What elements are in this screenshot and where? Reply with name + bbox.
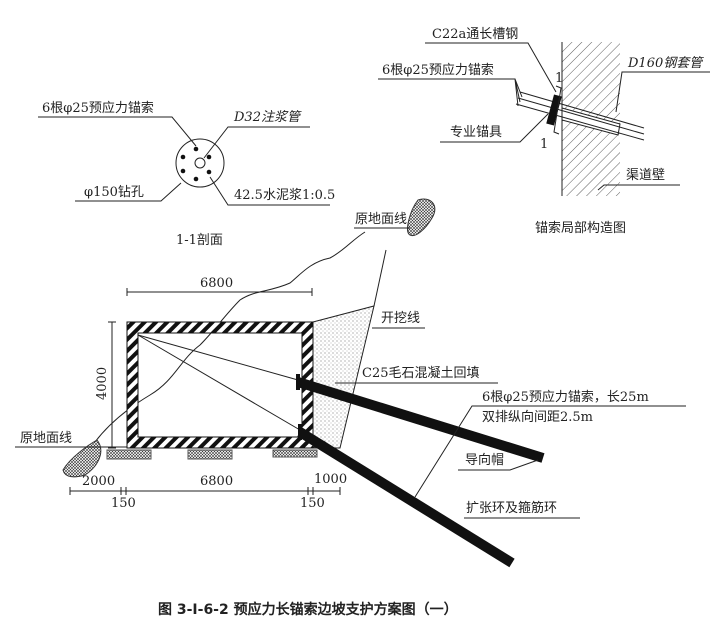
section-cables-label: 6根φ25预应力锚索 [42,100,154,116]
channel-label: C22a通长槽钢 [432,27,518,42]
ground-label-top: 原地面线 [355,212,407,227]
ground-mass-top [407,198,436,237]
wall-label: 渠道壁 [626,168,665,183]
backfill-label: C25毛石混凝土回填 [362,365,480,381]
dimension-lines [69,288,341,495]
borehole-circle [175,138,225,188]
section-mark-top: 1 [555,71,563,86]
anchor-detail: 1 1 C22a通长槽钢 6根φ25预应力锚索 D160钢套管 专业锚具 渠道壁… [378,27,710,236]
dim-wall-right: 150 [300,496,325,511]
channel-box [126,321,314,449]
ground-label-left: 原地面线 [20,431,72,446]
section-1-1: 6根φ25预应力锚索 D32注浆管 φ150钻孔 42.5水泥浆1:0.5 1-… [38,100,335,248]
upper-anchor [296,377,545,463]
grout-pipe [194,157,206,169]
anchorage-label: 专业锚具 [450,125,502,140]
anchor-label-1: 6根φ25预应力锚索，长25m [482,389,649,405]
grout-label: 42.5水泥浆1:0.5 [234,188,335,203]
dim-height: 4000 [95,367,110,400]
main-section: 原地面线 原地面线 6800 4000 2000 6800 1000 150 1… [15,198,686,568]
dim-middle: 6800 [200,474,233,489]
figure-caption: 图 3-Ⅰ-6-2 预应力长锚索边坡支护方案图（一） [158,601,458,618]
sleeve-label: D160钢套管 [627,56,704,71]
diagonal-lines [137,334,301,431]
anchor-label-2: 双排纵向间距2.5m [482,409,593,425]
dim-left: 2000 [82,474,115,489]
excavation-line [373,249,387,307]
detail-cables-label: 6根φ25预应力锚索 [382,62,494,78]
anchorage-block [546,94,562,126]
detail-title: 锚索局部构造图 [535,221,626,236]
cable-dots [180,146,212,182]
ring-label: 扩张环及箍筋环 [466,500,557,516]
borehole-label: φ150钻孔 [84,185,144,200]
dim-right: 1000 [314,472,347,487]
grout-pipe-label: D32注浆管 [233,110,302,125]
ground-mass-left [62,439,102,478]
detail-cables [515,91,645,141]
lower-anchor [297,427,515,568]
dim-top-width: 6800 [200,276,233,291]
guide-cap-label: 导向帽 [465,452,504,468]
section-mark-bottom: 1 [540,137,548,152]
excavation-label: 开挖线 [381,311,420,326]
footings [106,449,318,460]
original-ground-line [94,231,366,443]
section-title: 1-1剖面 [176,233,223,248]
dim-wall-left: 150 [111,496,136,511]
